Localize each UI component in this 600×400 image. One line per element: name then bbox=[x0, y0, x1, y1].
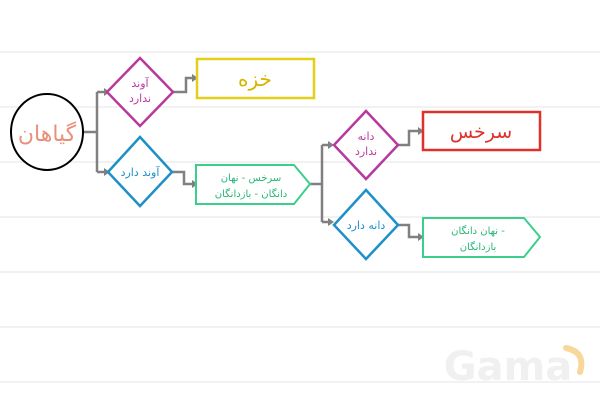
result-fern: سرخس bbox=[421, 110, 542, 152]
connector-root-branch bbox=[83, 92, 99, 172]
watermark-text: Gama bbox=[444, 344, 573, 390]
arrowhead bbox=[418, 233, 424, 241]
moss-box bbox=[195, 57, 316, 100]
fern-box bbox=[421, 110, 542, 152]
connector-has-seed-to-seed-plants bbox=[398, 223, 420, 239]
seed-plants-label-line-1: نهان دانگان - bbox=[451, 225, 505, 237]
root-ellipse bbox=[10, 93, 84, 171]
connector-no-seed-to-fern bbox=[398, 129, 420, 147]
connector-fern-seed-trunk bbox=[310, 145, 324, 222]
connector-has-vessels-to-fern-seed bbox=[172, 170, 194, 186]
moss-label: خزه bbox=[238, 67, 272, 91]
watermark-accent bbox=[563, 345, 585, 375]
watermark: Gama bbox=[444, 344, 585, 390]
no-vessels-label-line-2: ندارد bbox=[129, 92, 151, 105]
decision-no-vessels: آوند ندارد bbox=[105, 56, 175, 128]
ruled-notebook-lines bbox=[0, 51, 600, 383]
arrowhead bbox=[192, 74, 198, 82]
has-vessels-label: آوند دارد bbox=[121, 165, 161, 179]
fern-label: سرخس bbox=[450, 121, 512, 143]
no-seed-label-line-1: دانه bbox=[358, 130, 375, 143]
decision-has-seed: دانه دارد bbox=[332, 188, 400, 261]
result-seed-plants: نهان دانگان - بازدانگان bbox=[422, 217, 542, 258]
has-seed-label: دانه دارد bbox=[347, 219, 386, 232]
pentagon-fern-seed-plants bbox=[195, 164, 312, 205]
decision-no-seed: دانه ندارد bbox=[332, 109, 400, 181]
root-label: گیاهان bbox=[18, 121, 77, 147]
connectors bbox=[83, 76, 420, 239]
pentagon-seed-plants bbox=[422, 217, 542, 258]
result-moss: خزه bbox=[195, 57, 316, 100]
fern-seed-label-line-2: دانگان - بازدانگان bbox=[215, 188, 287, 200]
arrowhead bbox=[328, 141, 334, 149]
no-vessels-label-line-1: آوند bbox=[131, 76, 149, 90]
connector-no-vessels-to-moss bbox=[173, 76, 194, 94]
diamond-no-vessels bbox=[105, 56, 175, 128]
no-seed-label-line-2: ندارد bbox=[355, 145, 377, 158]
group-fern-seed-plants: سرخس - نهان دانگان - بازدانگان bbox=[195, 164, 312, 205]
arrowhead bbox=[328, 218, 334, 226]
seed-plants-label-line-2: بازدانگان bbox=[460, 241, 497, 253]
arrowhead bbox=[418, 127, 424, 135]
root-node: گیاهان bbox=[10, 93, 84, 171]
diamond-has-vessels bbox=[106, 135, 174, 208]
diamond-has-seed bbox=[332, 188, 400, 261]
diamond-no-seed bbox=[332, 109, 400, 181]
fern-seed-label-line-1: سرخس - نهان bbox=[221, 173, 282, 184]
decision-has-vessels: آوند دارد bbox=[106, 135, 174, 208]
